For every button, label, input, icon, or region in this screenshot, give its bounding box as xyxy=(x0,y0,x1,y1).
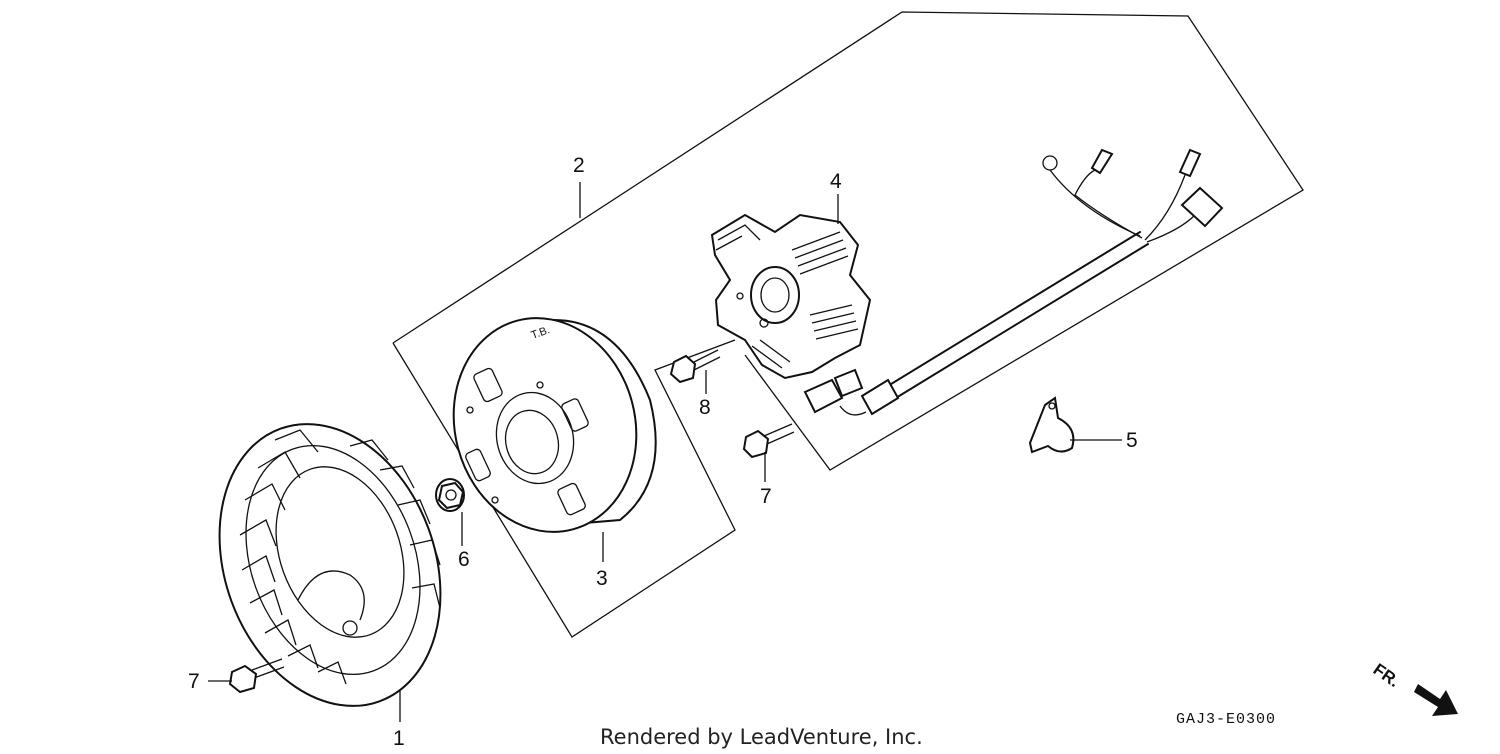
flange-nut-part xyxy=(435,478,465,512)
callout-1: 1 xyxy=(393,727,405,750)
arrow-icon xyxy=(1414,684,1458,716)
callout-8: 8 xyxy=(699,396,711,419)
leader-lines xyxy=(208,182,1122,722)
callout-7b: 7 xyxy=(760,485,772,508)
bolt-7b-part xyxy=(742,423,795,459)
stator-part xyxy=(710,148,1224,416)
credit-text: Rendered by LeadVenture, Inc. xyxy=(600,725,923,749)
bolt-7a-part xyxy=(228,658,285,694)
callout-7a: 7 xyxy=(188,670,200,693)
direction-label: FR. xyxy=(1370,660,1403,691)
callout-3: 3 xyxy=(596,567,608,590)
clamp-part xyxy=(1028,396,1075,454)
cooling-fan-part xyxy=(218,423,442,707)
flywheel-part: T.B. xyxy=(452,317,657,533)
bolt-8-part xyxy=(669,349,721,384)
callout-6: 6 xyxy=(458,548,470,571)
callout-2: 2 xyxy=(573,154,585,177)
callout-4: 4 xyxy=(830,170,842,193)
front-direction-indicator: FR. xyxy=(1370,660,1458,716)
part-code: GAJ3-E0300 xyxy=(1176,711,1276,728)
callout-5: 5 xyxy=(1126,429,1138,452)
